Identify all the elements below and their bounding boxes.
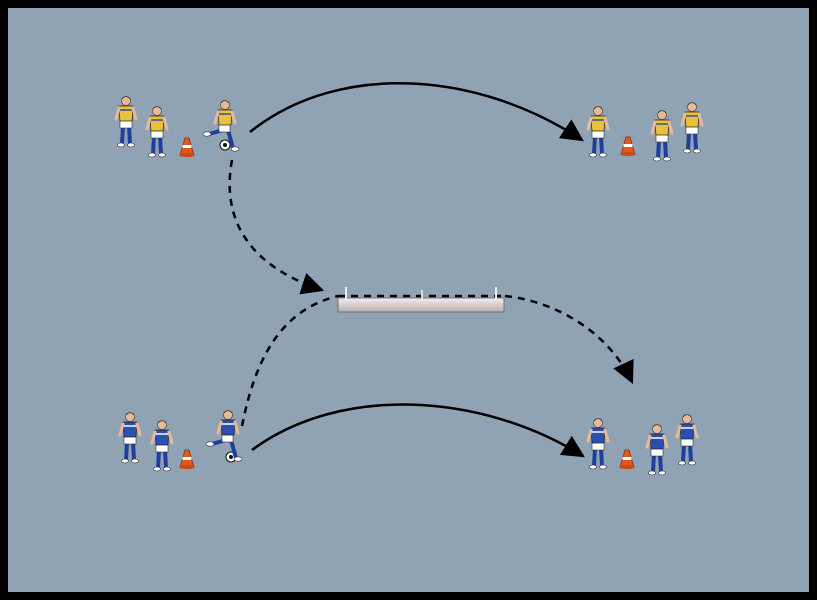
- player-icon: [645, 424, 669, 476]
- cone-icon: [619, 449, 635, 469]
- cone-icon: [179, 137, 195, 157]
- player-icon: [150, 420, 174, 472]
- player-icon: [586, 106, 610, 158]
- player-icon: [650, 110, 674, 162]
- player-icon: [202, 100, 240, 152]
- player-icon: [586, 418, 610, 470]
- ball-icon: [219, 139, 231, 151]
- cone-icon: [179, 449, 195, 469]
- pass-path-top: [249, 82, 584, 142]
- player-icon: [114, 96, 138, 148]
- player-icon: [118, 412, 142, 464]
- run-path-top-to-hurdle: [228, 159, 325, 295]
- run-path-hurdle-to-right: [504, 294, 634, 385]
- pass-path-bottom: [251, 403, 585, 458]
- cone-icon: [620, 136, 636, 156]
- hurdle-icon: [337, 287, 505, 313]
- player-icon: [145, 106, 169, 158]
- player-icon: [675, 414, 699, 466]
- player-icon: [205, 410, 243, 462]
- player-icon: [680, 102, 704, 154]
